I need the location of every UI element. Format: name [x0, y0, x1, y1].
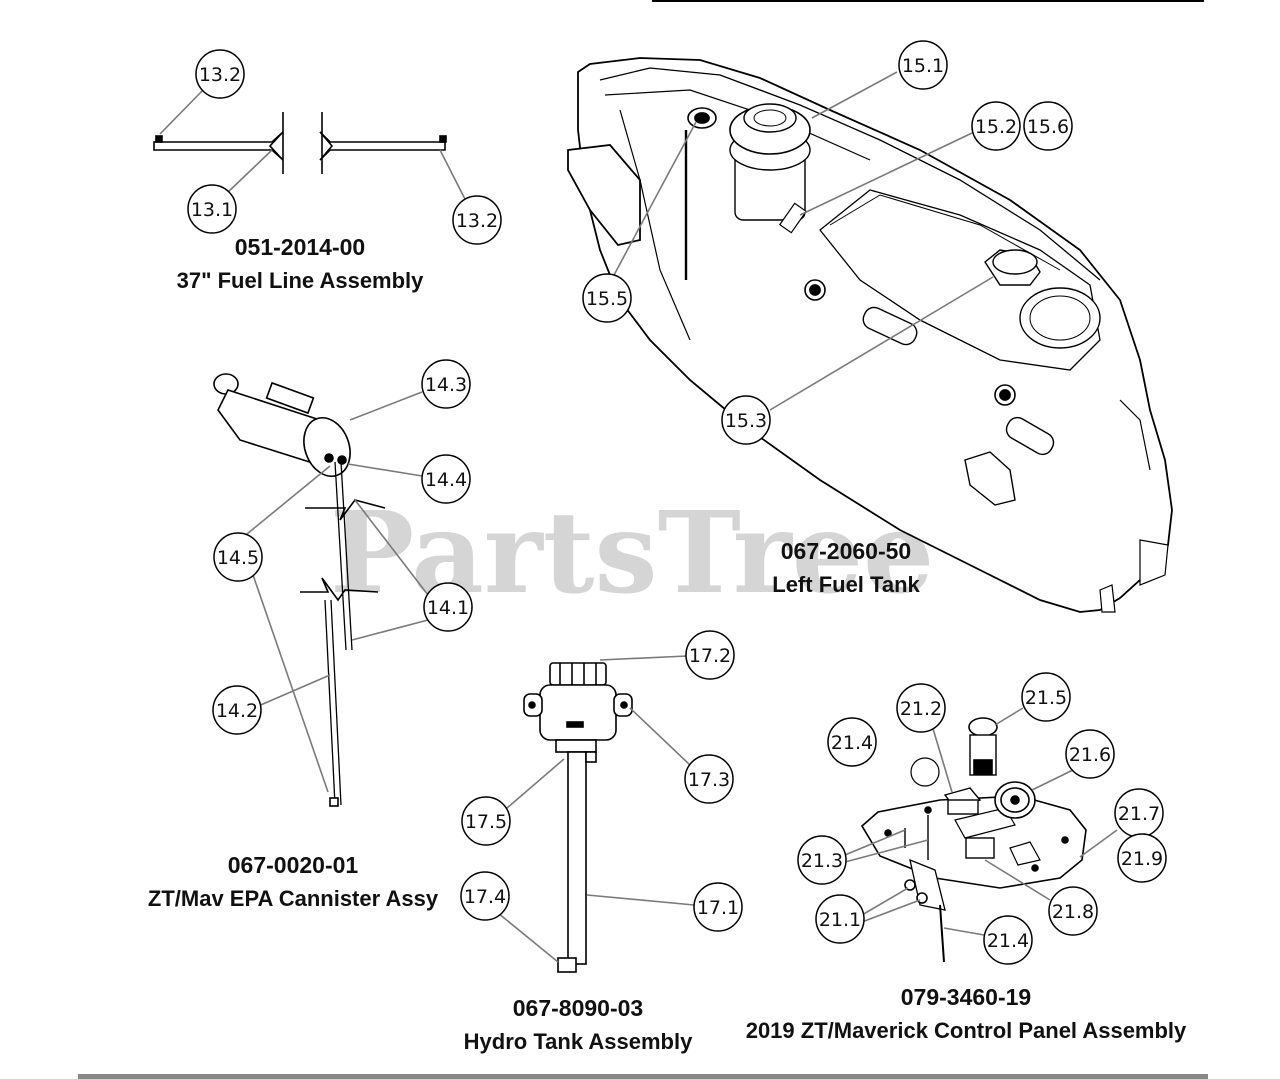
canister-title: ZT/Mav EPA Cannister Assy [148, 886, 439, 911]
svg-text:21.6: 21.6 [1069, 744, 1111, 766]
callout-15-5[interactable]: 15.5 [582, 273, 632, 323]
svg-text:21.7: 21.7 [1118, 803, 1160, 825]
callout-21-8[interactable]: 21.8 [1048, 886, 1098, 936]
svg-text:14.4: 14.4 [425, 469, 467, 491]
svg-text:21.4: 21.4 [987, 930, 1029, 952]
hydro-tank-part-number: 067-8090-03 [513, 995, 643, 1021]
svg-text:15.2: 15.2 [975, 116, 1017, 138]
svg-text:14.3: 14.3 [425, 374, 467, 396]
svg-text:14.1: 14.1 [427, 597, 469, 619]
canister-part-number: 067-0020-01 [228, 852, 359, 878]
callout-21-3[interactable]: 21.3 [797, 835, 847, 885]
callouts: 13.2 13.1 13.2 15.1 15.2 15.6 15.5 15.3 … [187, 40, 1167, 965]
svg-text:21.4: 21.4 [831, 732, 873, 754]
callout-21-7[interactable]: 21.7 [1114, 788, 1164, 838]
callout-13-1[interactable]: 13.1 [187, 184, 237, 234]
callout-15-1[interactable]: 15.1 [898, 40, 948, 90]
callout-15-3[interactable]: 15.3 [721, 395, 771, 445]
hydro-tank-title: Hydro Tank Assembly [464, 1029, 693, 1054]
svg-text:21.3: 21.3 [801, 850, 843, 872]
fuel-tank-title: Left Fuel Tank [772, 572, 920, 597]
callout-21-2[interactable]: 21.2 [896, 683, 946, 733]
callout-21-5[interactable]: 21.5 [1021, 672, 1071, 722]
svg-text:17.1: 17.1 [697, 897, 739, 919]
callout-14-3[interactable]: 14.3 [421, 359, 471, 409]
leader-lines [159, 71, 1118, 963]
svg-text:15.5: 15.5 [586, 288, 628, 310]
svg-text:21.2: 21.2 [900, 698, 942, 720]
callout-14-1[interactable]: 14.1 [423, 582, 473, 632]
svg-text:14.5: 14.5 [217, 547, 259, 569]
fuel-tank-drawing [567, 57, 1173, 613]
hydro-tank-drawing [523, 662, 633, 973]
callout-13-2-bottom[interactable]: 13.2 [452, 195, 502, 245]
svg-text:17.3: 17.3 [688, 769, 730, 791]
callout-17-3[interactable]: 17.3 [684, 754, 734, 804]
bottom-border-bar [78, 1074, 1208, 1079]
fuel-line-drawing [153, 112, 447, 174]
canister-drawing [213, 373, 386, 807]
callout-17-1[interactable]: 17.1 [693, 882, 743, 932]
callout-21-9[interactable]: 21.9 [1117, 833, 1167, 883]
fuel-line-title: 37" Fuel Line Assembly [177, 268, 425, 293]
fuel-line-part-number: 051-2014-00 [235, 234, 365, 260]
callout-13-2-top[interactable]: 13.2 [195, 49, 245, 99]
svg-text:21.8: 21.8 [1052, 901, 1094, 923]
control-panel-part-number: 079-3460-19 [901, 984, 1031, 1010]
top-border-line [652, 0, 1204, 2]
svg-text:17.4: 17.4 [464, 886, 506, 908]
svg-text:13.1: 13.1 [191, 199, 233, 221]
callout-14-2[interactable]: 14.2 [212, 685, 262, 735]
svg-text:15.1: 15.1 [902, 55, 944, 77]
svg-text:14.2: 14.2 [216, 700, 258, 722]
callout-21-6[interactable]: 21.6 [1065, 729, 1115, 779]
callout-15-2[interactable]: 15.2 [971, 101, 1021, 151]
control-panel-title: 2019 ZT/Maverick Control Panel Assembly [746, 1018, 1187, 1043]
svg-text:21.1: 21.1 [819, 909, 861, 931]
svg-text:15.3: 15.3 [725, 410, 767, 432]
callout-17-4[interactable]: 17.4 [460, 871, 510, 921]
svg-text:17.2: 17.2 [689, 645, 731, 667]
callout-15-6[interactable]: 15.6 [1023, 101, 1073, 151]
assembly-titles: 051-2014-00 37" Fuel Line Assembly 067-2… [148, 234, 1187, 1054]
control-panel-drawing [860, 717, 1087, 963]
svg-text:15.6: 15.6 [1027, 116, 1069, 138]
callout-21-1[interactable]: 21.1 [815, 894, 865, 944]
svg-text:17.5: 17.5 [465, 811, 507, 833]
callout-17-2[interactable]: 17.2 [685, 630, 735, 680]
svg-text:21.9: 21.9 [1121, 848, 1163, 870]
svg-text:13.2: 13.2 [199, 64, 241, 86]
callout-21-4-top[interactable]: 21.4 [827, 717, 877, 767]
svg-text:21.5: 21.5 [1025, 687, 1067, 709]
svg-text:13.2: 13.2 [456, 210, 498, 232]
callout-17-5[interactable]: 17.5 [461, 796, 511, 846]
callout-14-4[interactable]: 14.4 [421, 454, 471, 504]
fuel-tank-part-number: 067-2060-50 [781, 538, 911, 564]
callout-14-5[interactable]: 14.5 [213, 532, 263, 582]
callout-21-4-bottom[interactable]: 21.4 [983, 915, 1033, 965]
